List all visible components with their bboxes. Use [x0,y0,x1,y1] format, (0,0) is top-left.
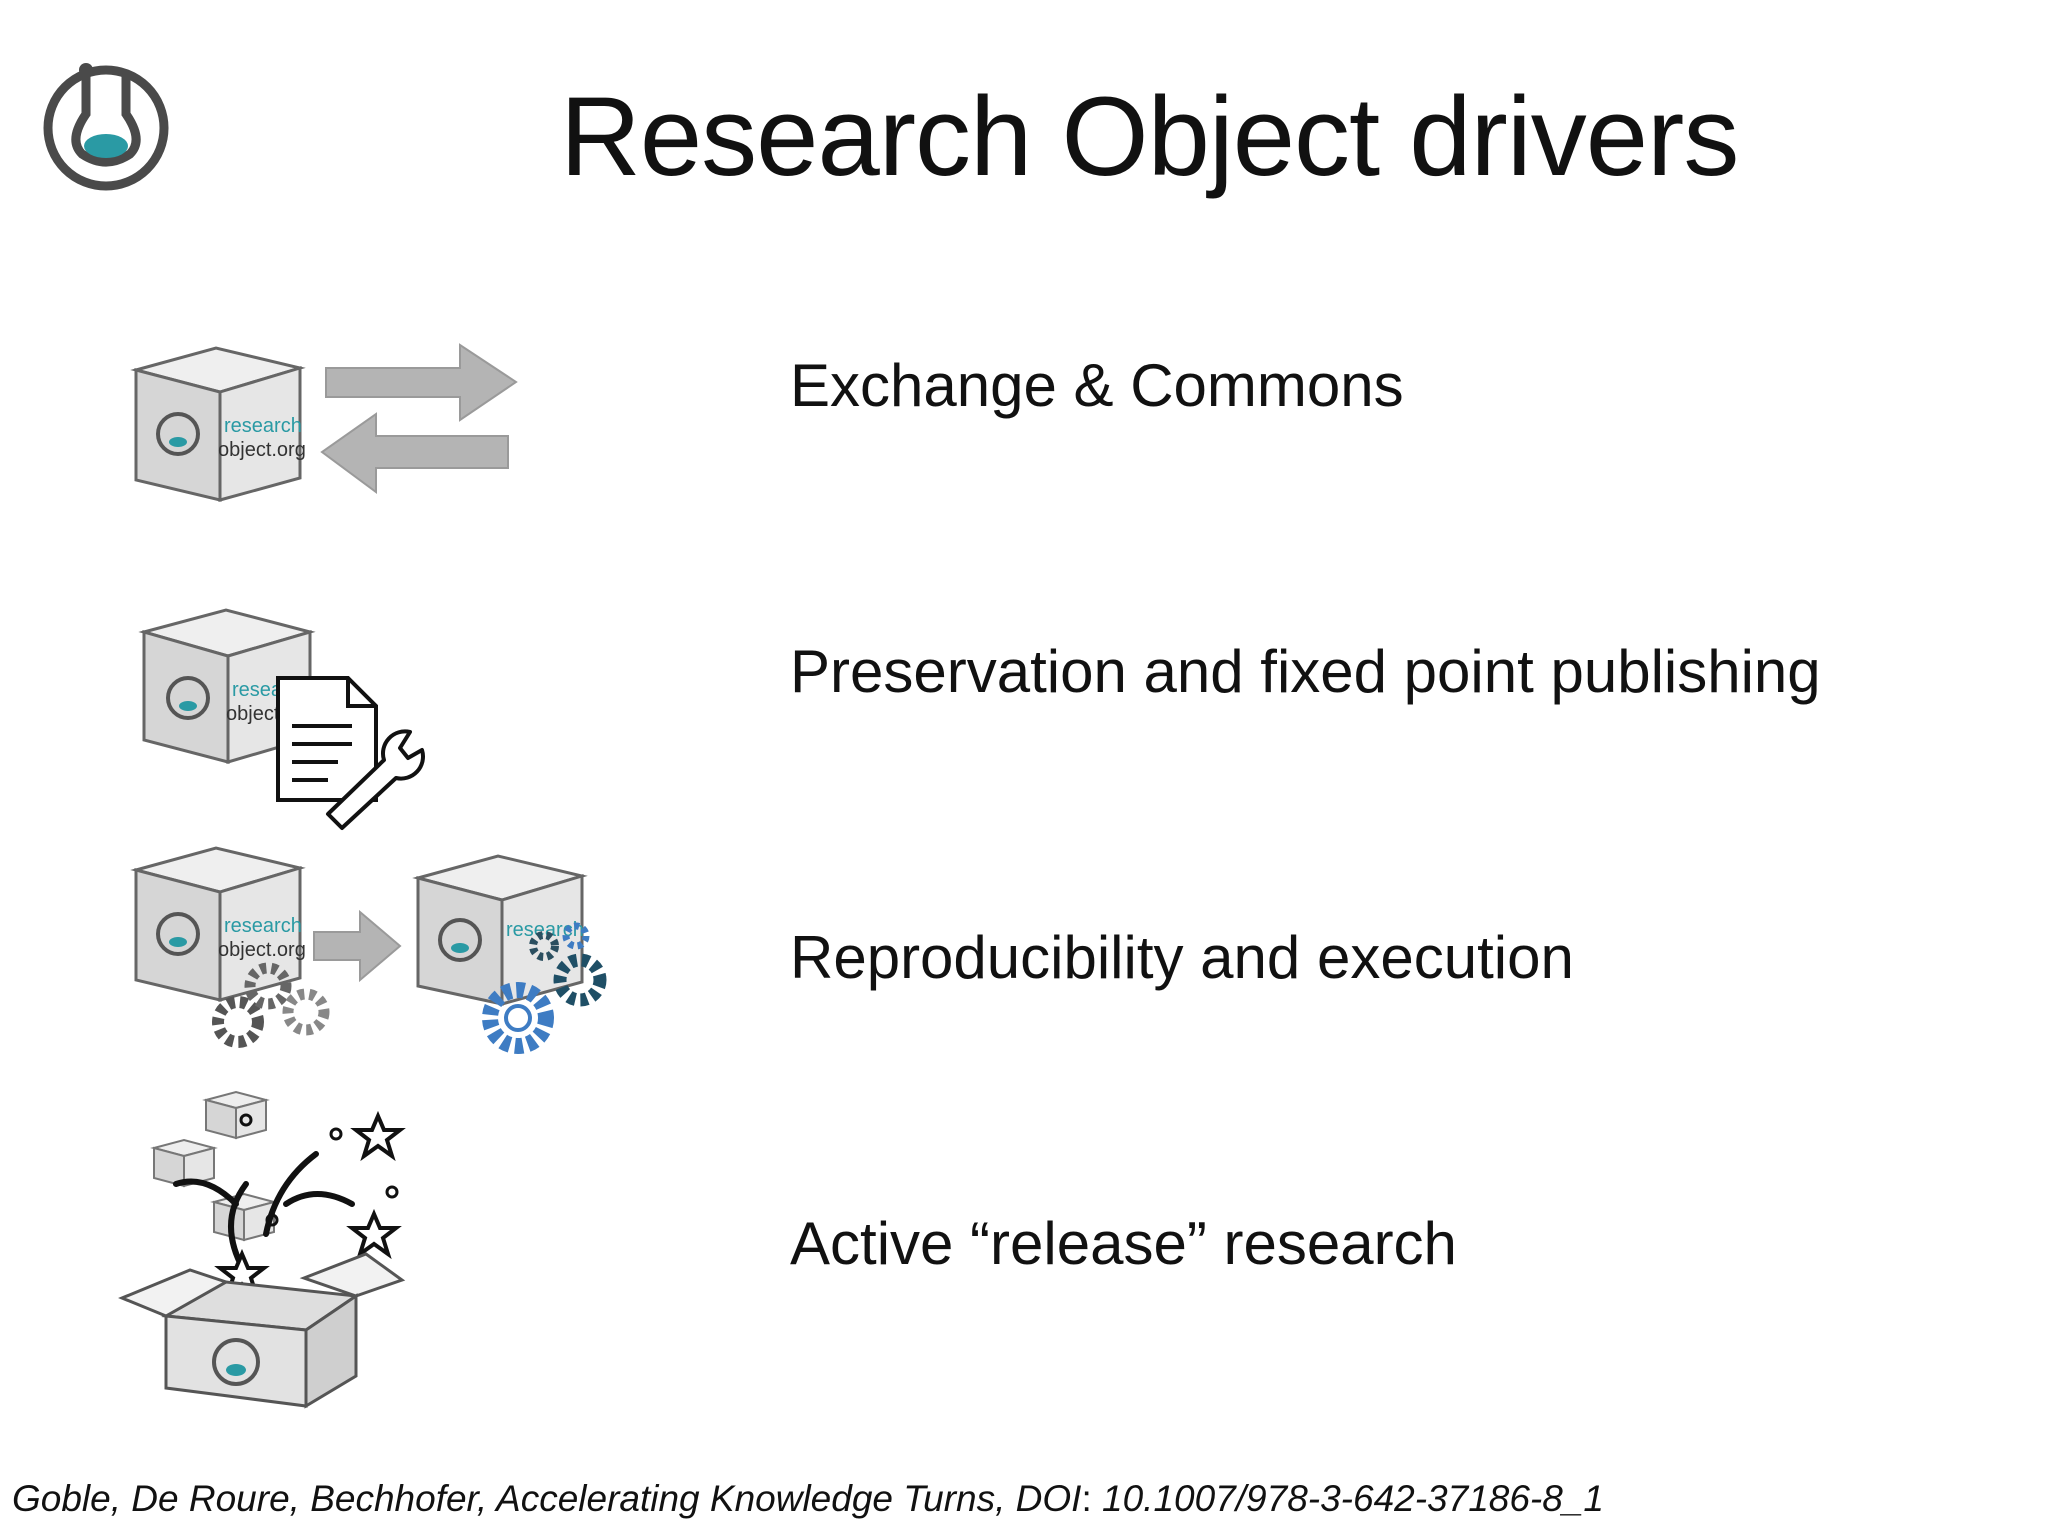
box-label-research: research [224,415,302,437]
citation-separator: : [1081,1478,1092,1519]
exchange-arrows-icon: research object.org [130,343,518,502]
mini-box-icon [150,1138,218,1188]
open-box-burst-icon [118,1090,406,1409]
researchobject-logo [43,63,169,191]
star-icon [346,1208,402,1260]
citation-text: Goble, De Roure, Bechhofer, Accelerating… [12,1478,1082,1519]
slide-title: Research Object drivers [560,74,1739,199]
star-icon [350,1110,406,1162]
citation-doi: 10.1007/978-3-642-37186-8_1 [1091,1478,1604,1519]
document-wrench-icon: research object.org [138,608,425,830]
driver-label-preservation: Preservation and fixed point publishing [790,638,1821,705]
box-label-research: research [224,915,302,937]
driver-label-reproducibility: Reproducibility and execution [790,924,1574,991]
citation: Goble, De Roure, Bechhofer, Accelerating… [12,1478,1604,1520]
box-label-object: object.org [218,439,306,461]
driver-label-exchange: Exchange & Commons [790,352,1404,419]
driver-label-active-release: Active “release” research [790,1210,1457,1277]
mini-box-icon [202,1090,270,1140]
box-label-research: research [506,919,584,941]
box-label-object: object.org [218,939,306,961]
gears-icon: research object.org research [130,846,607,1054]
